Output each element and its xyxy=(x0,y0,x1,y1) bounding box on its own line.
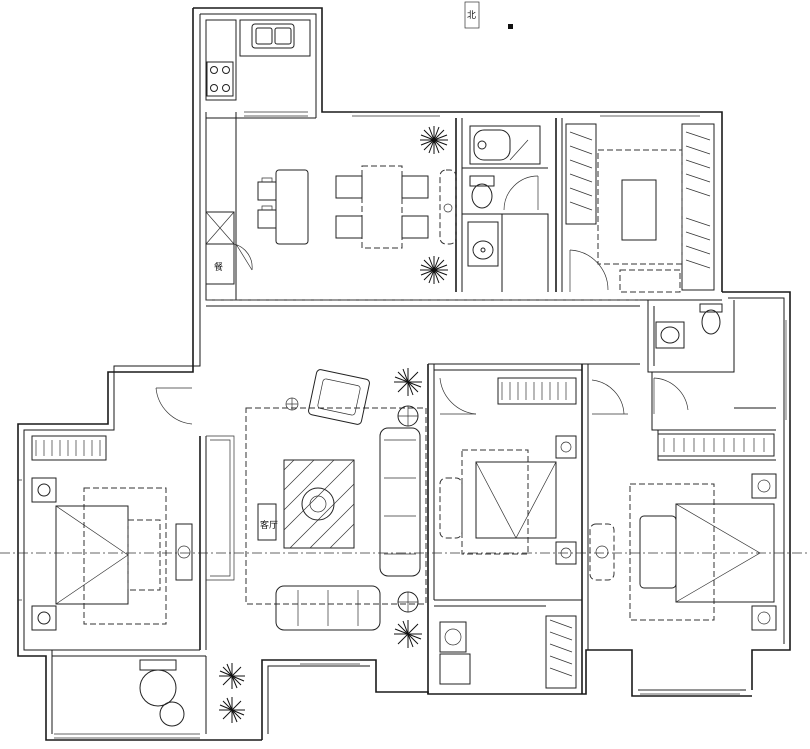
windows xyxy=(18,111,791,739)
kitchen: 餐 xyxy=(205,19,311,285)
living-room-label: 客厅 xyxy=(260,519,278,531)
dining-label: 餐 xyxy=(214,261,223,273)
plant-icon xyxy=(219,697,245,723)
left-bedroom xyxy=(31,387,193,631)
master-bedroom xyxy=(565,123,715,293)
interior-walls xyxy=(24,112,776,734)
toilet-icon xyxy=(439,621,467,653)
basin-icon xyxy=(655,321,685,349)
lamp-icon xyxy=(397,591,419,613)
plant-icon xyxy=(394,368,422,396)
north-marker: 北 xyxy=(464,1,480,29)
basin-icon xyxy=(467,221,499,267)
sink-icon xyxy=(251,23,295,49)
stove-icon xyxy=(206,61,234,97)
marker-dot xyxy=(508,24,513,29)
bathroom-main xyxy=(467,125,541,267)
plant-icon xyxy=(219,663,245,689)
north-marker-label: 北 xyxy=(467,10,476,21)
toilet-icon xyxy=(699,303,723,335)
living-room: 客厅 xyxy=(245,368,427,648)
right-bedroom xyxy=(589,379,777,631)
toilet-icon xyxy=(469,175,495,209)
plant-icon xyxy=(420,256,448,284)
lamp-icon xyxy=(397,405,419,427)
dining-area xyxy=(257,126,457,284)
plant-icon xyxy=(394,620,422,648)
plant-icon xyxy=(420,126,448,154)
bathroom-secondary xyxy=(653,303,723,414)
bathtub-icon xyxy=(469,125,541,165)
middle-bedroom xyxy=(439,377,577,689)
balcony xyxy=(139,659,245,727)
